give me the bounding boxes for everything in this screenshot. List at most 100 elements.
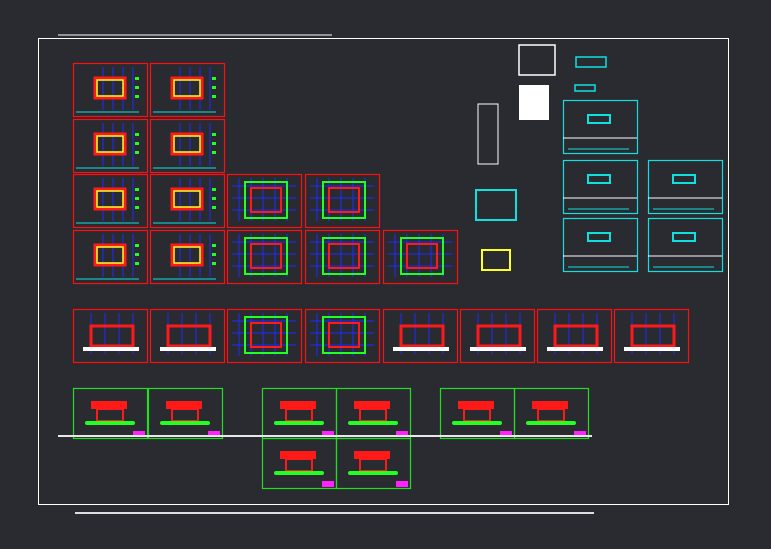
sheet-detail[interactable] [647, 159, 724, 215]
plan-walls [93, 187, 127, 211]
cyan-detail-symbol [574, 84, 596, 92]
ground-line [393, 347, 449, 351]
ground-line [160, 347, 216, 351]
plan-rooms [96, 190, 124, 208]
section-roof [280, 401, 316, 409]
level-mark [135, 142, 139, 145]
sheet-border [72, 387, 149, 440]
plan-walls [170, 187, 204, 211]
sheet-layout[interactable] [382, 229, 459, 285]
section-roof [354, 401, 390, 409]
plan-rooms [96, 79, 124, 97]
sheet-border [304, 308, 381, 364]
sheet-border [72, 173, 149, 229]
sheet-border [72, 229, 149, 285]
section-roof [91, 401, 127, 409]
sheet-plan[interactable] [72, 118, 149, 174]
sheet-elevation[interactable] [382, 308, 459, 364]
sheet-section[interactable] [335, 437, 412, 490]
sheet-layout[interactable] [304, 308, 381, 364]
ground-line [547, 347, 603, 351]
level-mark [212, 244, 216, 247]
level-mark [135, 77, 139, 80]
plan-outline [244, 316, 288, 354]
plan-outline [244, 181, 288, 219]
sheet-border [647, 217, 724, 273]
level-mark [212, 133, 216, 136]
sheet-border [382, 229, 459, 285]
sheet-border [536, 308, 613, 364]
sheet-detail[interactable] [562, 217, 639, 273]
title-block [208, 431, 220, 437]
ground-slab [160, 421, 210, 425]
title-block [322, 431, 334, 437]
sheet-layout[interactable] [226, 308, 303, 364]
sheet-border [226, 308, 303, 364]
sheet-layouts [72, 62, 724, 490]
loose-plan-drawing [475, 189, 517, 221]
sheet-elevation[interactable] [459, 308, 536, 364]
sheet-plan[interactable] [72, 62, 149, 118]
elevation-body [399, 324, 445, 348]
sheet-plan[interactable] [149, 118, 226, 174]
title-symbols-group [475, 44, 607, 271]
loose-plan-drawing [481, 249, 511, 271]
plan-rooms [173, 190, 201, 208]
plan-rooms [173, 79, 201, 97]
sheet-layout[interactable] [226, 229, 303, 285]
ground-slab [274, 421, 324, 425]
sheet-layout[interactable] [304, 173, 381, 229]
sheet-border [226, 229, 303, 285]
sheet-section[interactable] [147, 387, 224, 440]
detail-shape [587, 114, 611, 124]
plan-outline [322, 316, 366, 354]
sheet-elevation[interactable] [536, 308, 613, 364]
sheet-elevation[interactable] [72, 308, 149, 364]
sheet-section[interactable] [513, 387, 590, 440]
ground-line [470, 347, 526, 351]
ground-line [83, 347, 139, 351]
sheet-plan[interactable] [149, 173, 226, 229]
title-block [322, 481, 334, 487]
sheet-plan[interactable] [149, 62, 226, 118]
level-mark [135, 188, 139, 191]
sheet-layout[interactable] [226, 173, 303, 229]
level-mark [212, 86, 216, 89]
sheet-elevation[interactable] [149, 308, 226, 364]
sheet-border [149, 62, 226, 118]
level-mark [135, 206, 139, 209]
sheet-border [72, 62, 149, 118]
title-block [500, 431, 512, 437]
ground-slab [348, 421, 398, 425]
sheet-detail[interactable] [562, 159, 639, 215]
sheet-detail[interactable] [562, 99, 639, 155]
sheet-border [562, 217, 639, 273]
level-mark [212, 142, 216, 145]
level-mark [212, 77, 216, 80]
sheet-border [304, 229, 381, 285]
plan-outline [400, 237, 444, 275]
sheet-plan[interactable] [149, 229, 226, 285]
level-mark [135, 262, 139, 265]
sheet-layout[interactable] [304, 229, 381, 285]
level-mark [212, 206, 216, 209]
sheet-elevation[interactable] [613, 308, 690, 364]
sheet-border [226, 173, 303, 229]
key-plan-block [519, 85, 549, 120]
sheet-section[interactable] [72, 387, 149, 440]
level-mark [212, 188, 216, 191]
title-block [396, 431, 408, 437]
legend-symbols [477, 103, 499, 165]
sheet-border [72, 118, 149, 174]
sheet-plan[interactable] [72, 173, 149, 229]
level-mark [212, 151, 216, 154]
plan-outline [322, 181, 366, 219]
level-mark [135, 95, 139, 98]
sheet-detail[interactable] [647, 217, 724, 273]
section-roof [458, 401, 494, 409]
plan-rooms [96, 135, 124, 153]
plan-walls [170, 132, 204, 156]
level-mark [135, 244, 139, 247]
sheet-plan[interactable] [72, 229, 149, 285]
